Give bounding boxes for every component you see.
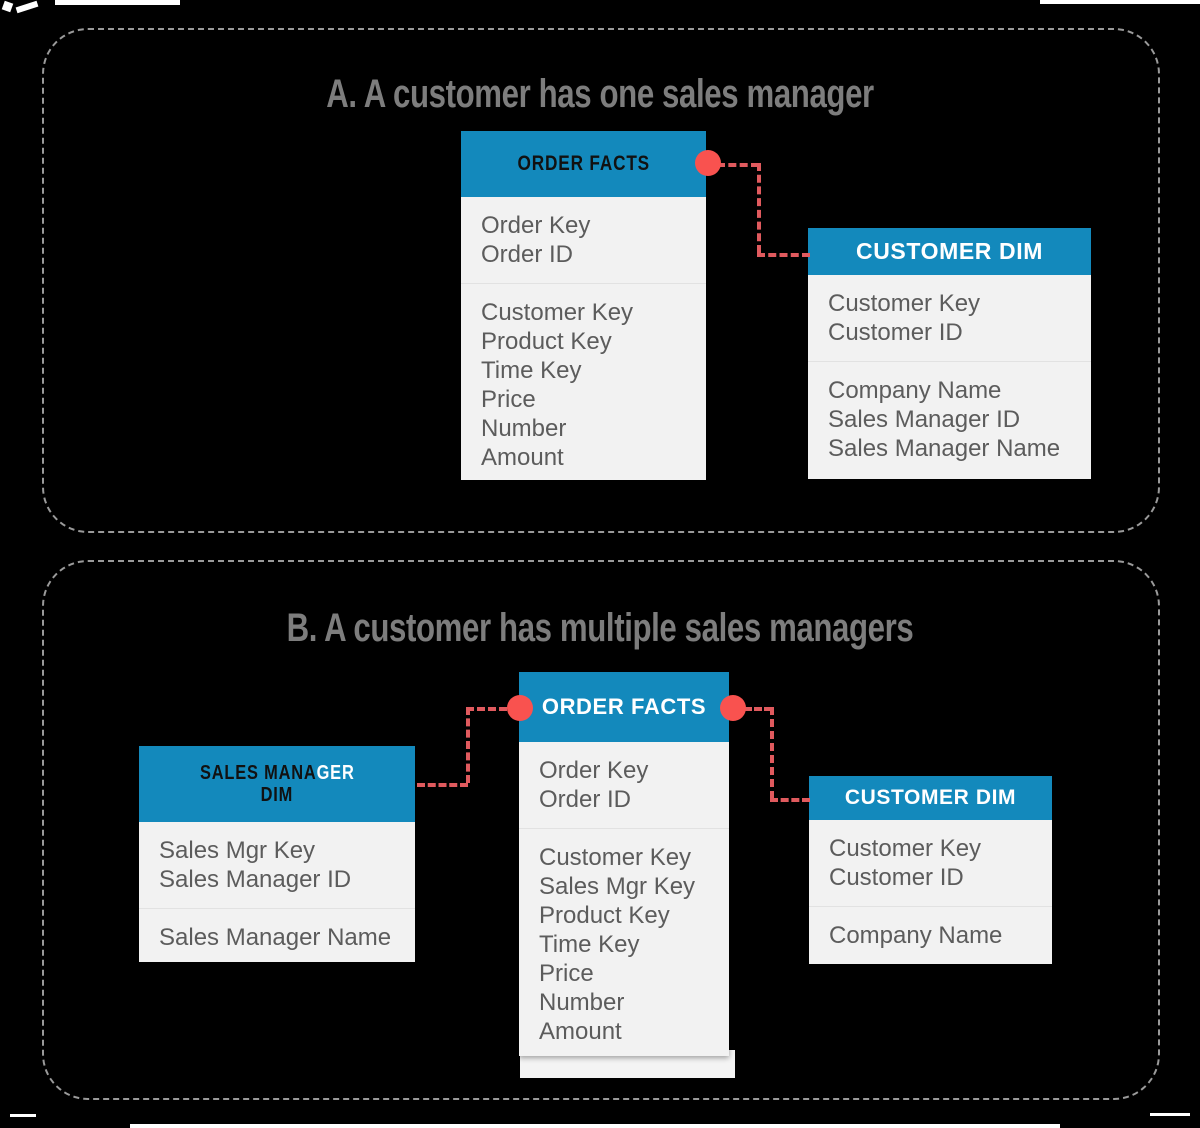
top-scanline-artifact xyxy=(55,0,180,5)
field-row: Time Key xyxy=(539,931,640,958)
relationship-line-a-segment-1 xyxy=(717,163,759,167)
field-row: Sales Mgr Key xyxy=(159,837,316,864)
relationship-dot-order-facts-b-left xyxy=(507,695,533,721)
relationship-line-b-left-segment-3 xyxy=(417,783,468,787)
panel-b-container xyxy=(42,560,1160,1100)
table-order-facts-a[interactable]: ORDER FACTS Order Key Order ID Customer … xyxy=(461,131,706,480)
table-body-sales-manager-dim-b: Sales Mgr Key Sales Manager ID Sales Man… xyxy=(139,822,415,966)
field-row: Customer ID xyxy=(828,319,963,346)
bottom-scanline-artifact xyxy=(130,1124,1060,1128)
field-row: Number xyxy=(539,989,625,1016)
table-order-facts-b[interactable]: ORDER FACTS Order Key Order ID Customer … xyxy=(519,672,729,1056)
field-row: Sales Mgr Key xyxy=(539,873,696,900)
field-row: Product Key xyxy=(539,902,670,929)
field-row: Price xyxy=(539,960,594,987)
panel-a-title: A. A customer has one sales manager xyxy=(326,72,874,116)
field-row: Sales Manager Name xyxy=(828,435,1061,462)
field-row: Customer Key xyxy=(829,835,982,862)
field-row: Sales Manager ID xyxy=(159,866,352,893)
table-title-order-facts-b: ORDER FACTS xyxy=(541,693,707,719)
field-row: Amount xyxy=(481,444,564,471)
field-row: Customer Key xyxy=(828,290,981,317)
table-title-segment-a: SALES MANA xyxy=(199,761,317,784)
field-row: Order Key xyxy=(539,757,649,784)
table-customer-dim-a[interactable]: CUSTOMER DIM Customer Key Customer ID Co… xyxy=(808,228,1091,479)
table-header-sales-manager-dim-b: SALES MANAGER DIM xyxy=(139,746,415,822)
top-scanline-artifact-right xyxy=(1040,0,1200,4)
field-row: Number xyxy=(481,415,567,442)
table-title-customer-dim-b: CUSTOMER DIM xyxy=(844,786,1017,810)
field-row: Customer ID xyxy=(829,864,964,891)
corner-speck-artifact-2 xyxy=(15,0,39,14)
table-header-order-facts-a: ORDER FACTS xyxy=(461,131,706,197)
field-group: Company Name xyxy=(809,906,1052,964)
field-group: Customer Key Product Key Time Key Price … xyxy=(461,283,706,486)
relationship-dot-order-facts-a xyxy=(695,150,721,176)
table-header-order-facts-b: ORDER FACTS xyxy=(519,672,729,742)
field-row: Company Name xyxy=(829,922,1003,949)
table-body-customer-dim-b: Customer Key Customer ID Company Name xyxy=(809,820,1052,964)
table-body-customer-dim-a: Customer Key Customer ID Company Name Sa… xyxy=(808,275,1091,477)
table-customer-dim-b[interactable]: CUSTOMER DIM Customer Key Customer ID Co… xyxy=(809,776,1052,964)
relationship-line-b-right-segment-1 xyxy=(744,707,772,711)
panel-b-title: B. A customer has multiple sales manager… xyxy=(286,606,914,650)
relationship-line-b-left-segment-2 xyxy=(466,707,470,783)
field-group: Sales Manager Name xyxy=(139,908,415,966)
panel-a-container xyxy=(42,28,1160,533)
field-row: Customer Key xyxy=(539,844,692,871)
field-group: Customer Key Customer ID xyxy=(809,820,1052,906)
table-title-segment-b: GER xyxy=(316,761,355,784)
field-row: Price xyxy=(481,386,536,413)
table-sales-manager-dim-b[interactable]: SALES MANAGER DIM Sales Mgr Key Sales Ma… xyxy=(139,746,415,962)
table-title-sales-manager-dim-b-line1: SALES MANAGER xyxy=(200,762,355,784)
table-header-customer-dim-a: CUSTOMER DIM xyxy=(808,228,1091,275)
table-body-order-facts-a: Order Key Order ID Customer Key Product … xyxy=(461,197,706,486)
field-group: Customer Key Sales Mgr Key Product Key T… xyxy=(519,828,729,1060)
relationship-line-b-right-segment-2 xyxy=(770,707,774,799)
field-row: Product Key xyxy=(481,328,612,355)
table-header-customer-dim-b: CUSTOMER DIM xyxy=(809,776,1052,820)
field-group: Order Key Order ID xyxy=(519,742,729,828)
field-row: Customer Key xyxy=(481,299,634,326)
table-body-order-facts-b: Order Key Order ID Customer Key Sales Mg… xyxy=(519,742,729,1060)
field-row: Sales Manager Name xyxy=(159,924,392,951)
table-title-sales-manager-dim-b-line2: DIM xyxy=(260,784,294,806)
relationship-line-b-left-segment-1 xyxy=(466,707,518,711)
table-title-order-facts-a: ORDER FACTS xyxy=(517,152,650,176)
relationship-line-b-right-segment-3 xyxy=(770,798,810,802)
field-row: Time Key xyxy=(481,357,582,384)
field-group: Company Name Sales Manager ID Sales Mana… xyxy=(808,361,1091,477)
relationship-line-a-segment-3 xyxy=(757,253,810,257)
bottom-left-tick-artifact xyxy=(10,1114,36,1117)
field-row: Order ID xyxy=(539,786,632,813)
field-group: Customer Key Customer ID xyxy=(808,275,1091,361)
field-row: Order ID xyxy=(481,241,574,268)
relationship-dot-order-facts-b-right xyxy=(720,695,746,721)
field-group: Order Key Order ID xyxy=(461,197,706,283)
field-row: Amount xyxy=(539,1018,622,1045)
bottom-right-tick-artifact xyxy=(1150,1113,1190,1116)
field-row: Sales Manager ID xyxy=(828,406,1021,433)
corner-speck-artifact xyxy=(1,0,14,13)
field-row: Order Key xyxy=(481,212,591,239)
relationship-line-a-segment-2 xyxy=(757,163,761,253)
table-title-customer-dim-a: CUSTOMER DIM xyxy=(856,237,1043,264)
field-group: Sales Mgr Key Sales Manager ID xyxy=(139,822,415,908)
field-row: Company Name xyxy=(828,377,1002,404)
